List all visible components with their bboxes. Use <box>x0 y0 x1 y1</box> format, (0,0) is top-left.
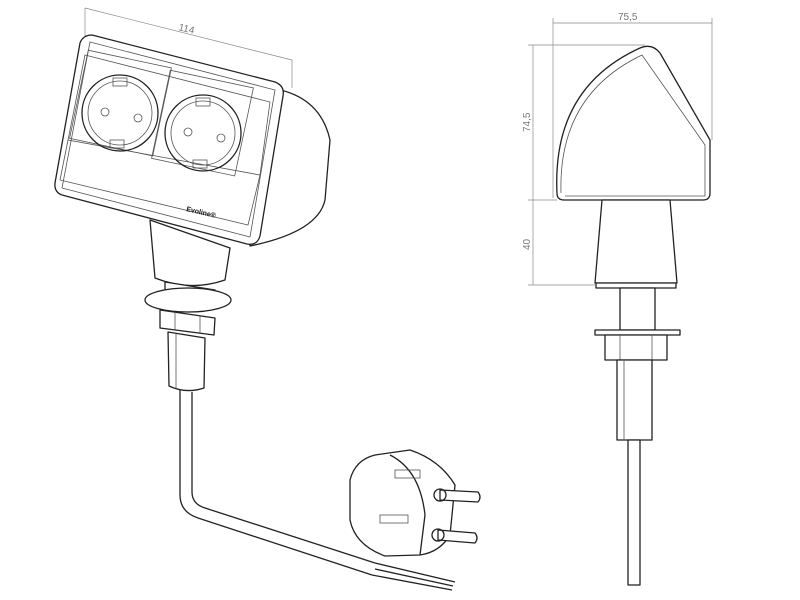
power-cable <box>179 390 456 591</box>
side-view: 75,5 74,5 40 <box>522 12 713 586</box>
dimension-depth-label: 75,5 <box>618 12 638 23</box>
dimension-head-height-label: 74,5 <box>522 112 533 132</box>
perspective-view: 114 <box>54 7 481 591</box>
mounting-stem <box>144 219 232 392</box>
socket-right <box>164 94 242 172</box>
dimension-stem-height-label: 40 <box>522 238 533 250</box>
socket-left <box>81 74 159 152</box>
side-stem <box>594 199 681 586</box>
dimension-width: 114 <box>84 7 293 88</box>
schuko-plug <box>349 449 481 557</box>
dimension-heights: 74,5 40 <box>522 44 645 286</box>
socket-body: Evoline® <box>54 34 331 247</box>
dimension-depth: 75,5 <box>552 12 713 198</box>
dimension-width-label: 114 <box>177 22 196 37</box>
side-head <box>556 45 711 201</box>
